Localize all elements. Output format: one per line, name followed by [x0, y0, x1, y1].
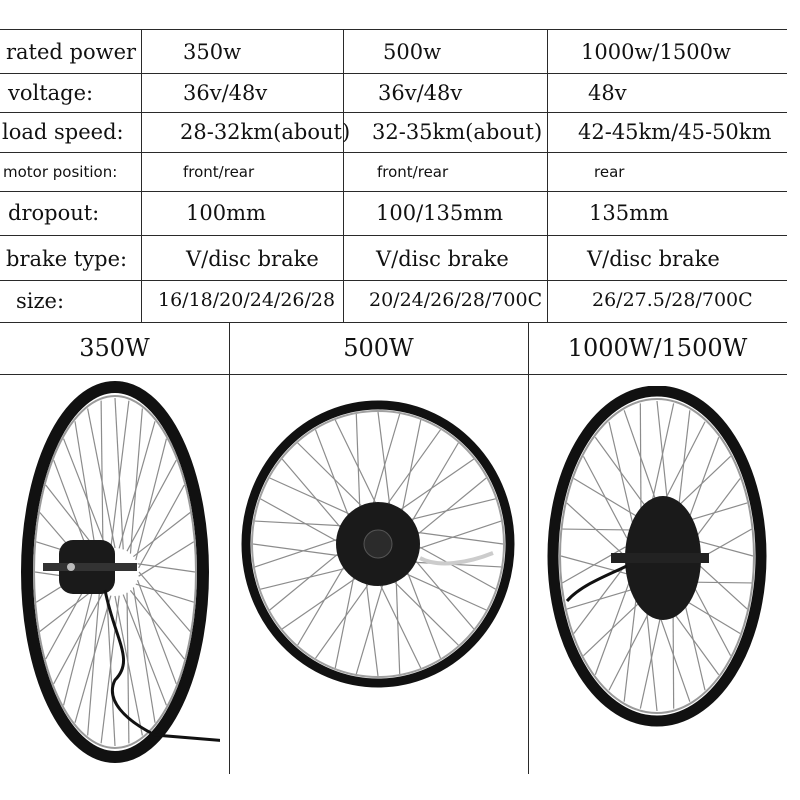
- strip-rule: [229, 322, 230, 774]
- table-rule: [0, 235, 787, 236]
- table-cell: 100/135mm: [376, 201, 504, 225]
- row-label-dropout: dropout:: [8, 201, 100, 225]
- table-cell: V/disc brake: [376, 247, 509, 271]
- table-rule: [343, 29, 344, 322]
- row-label-rated-power: rated power: [6, 40, 137, 64]
- table-rule: [547, 29, 548, 322]
- hub-motor-wheel-500w-icon: [241, 400, 515, 688]
- row-label-motor-position: motor position:: [3, 163, 118, 181]
- table-cell: V/disc brake: [186, 247, 319, 271]
- row-label-load-speed: load speed:: [2, 120, 124, 144]
- table-cell: 350w: [183, 40, 242, 64]
- table-cell: 32-35km(about): [372, 120, 543, 144]
- row-label-voltage: voltage:: [8, 81, 94, 105]
- table-rule: [141, 29, 142, 322]
- table-rule: [0, 191, 787, 192]
- table-rule: [0, 29, 787, 30]
- table-cell: 135mm: [589, 201, 669, 225]
- table-cell: 28-32km(about): [180, 120, 351, 144]
- table-rule: [0, 322, 787, 323]
- table-cell: front/rear: [183, 163, 255, 181]
- table-cell: 42-45km/45-50km: [578, 120, 772, 144]
- table-rule: [0, 280, 787, 281]
- photo-header-500w: 500W: [343, 334, 414, 362]
- row-label-size: size:: [16, 289, 65, 313]
- photo-header-350w: 350W: [79, 334, 150, 362]
- hub-motor-wheel-1000w-icon: [547, 386, 767, 727]
- table-cell: 48v: [588, 81, 627, 105]
- table-cell: 100mm: [186, 201, 266, 225]
- photo-header-1000w: 1000W/1500W: [567, 334, 748, 362]
- strip-rule: [0, 374, 787, 375]
- table-cell: 36v/48v: [378, 81, 463, 105]
- row-label-brake-type: brake type:: [6, 247, 128, 271]
- spec-table: rated power 350w 500w 1000w/1500w voltag…: [0, 0, 800, 323]
- table-cell: 500w: [383, 40, 442, 64]
- table-cell: 1000w/1500w: [581, 40, 731, 64]
- hub-motor-wheel-350w-icon: [21, 381, 220, 763]
- table-cell: V/disc brake: [587, 247, 720, 271]
- strip-rule: [528, 322, 529, 774]
- table-cell: 36v/48v: [183, 81, 268, 105]
- table-cell: rear: [594, 163, 625, 181]
- table-cell: 20/24/26/28/700C: [369, 289, 543, 311]
- table-rule: [0, 112, 787, 113]
- table-cell: 26/27.5/28/700C: [592, 289, 753, 311]
- table-rule: [0, 73, 787, 74]
- table-cell: front/rear: [377, 163, 449, 181]
- table-rule: [0, 152, 787, 153]
- table-cell: 16/18/20/24/26/28: [158, 289, 336, 311]
